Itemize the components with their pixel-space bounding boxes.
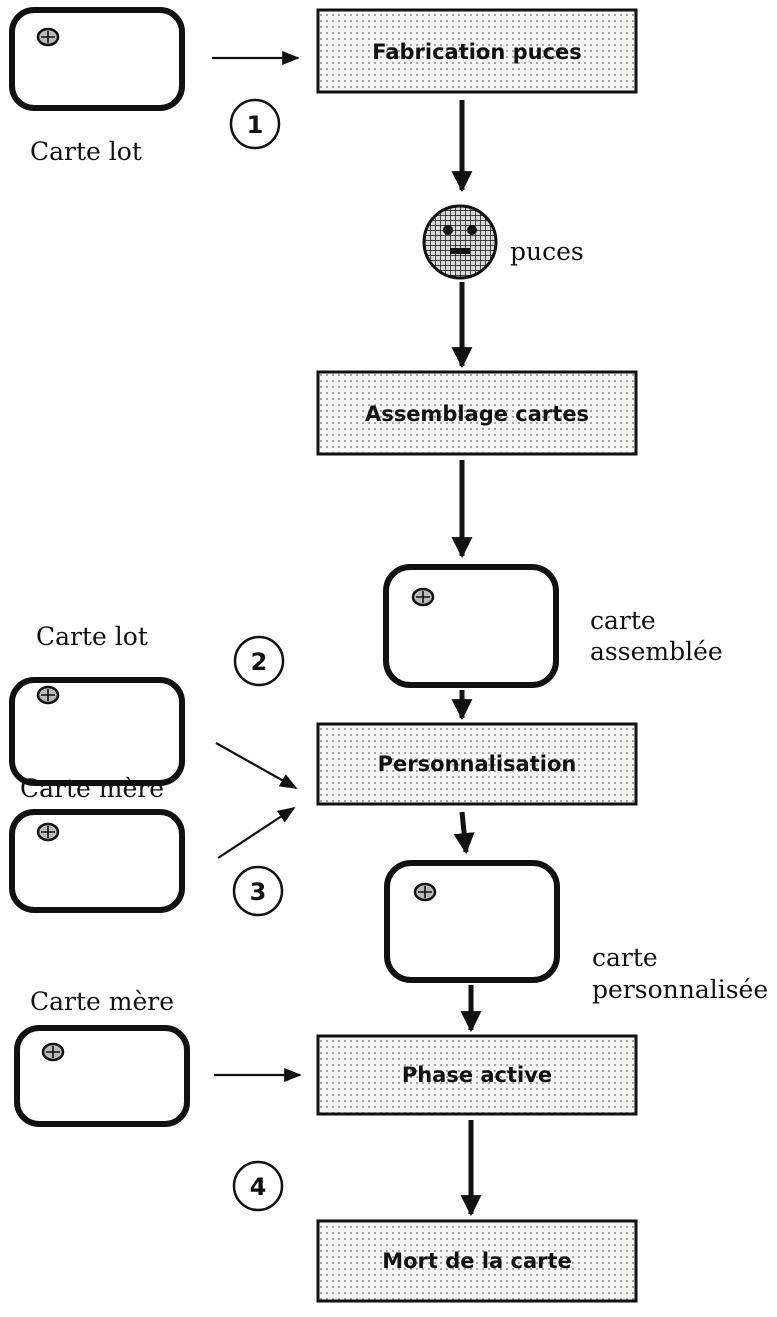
- label-carte-personnalisee-2: personnalisée: [592, 975, 768, 1004]
- card-carte-lot-top: [9, 7, 185, 111]
- chip-icon: [36, 822, 60, 842]
- label-carte-lot-left: Carte lot: [36, 622, 148, 651]
- label-puces: puces: [510, 237, 584, 266]
- card-carte-lot-left: [9, 677, 185, 786]
- label-carte-mere-bottom: Carte mère: [30, 987, 174, 1016]
- side-arrows: [212, 50, 302, 1083]
- label-carte-assemblee-1: carte: [590, 606, 656, 635]
- step-number-3: 3: [232, 865, 284, 917]
- label-carte-lot-top: Carte lot: [30, 137, 142, 166]
- number-2-text: 2: [251, 648, 268, 676]
- puces-icon: [422, 204, 498, 280]
- step-number-4: 4: [232, 1160, 284, 1212]
- chip-icon: [411, 587, 435, 607]
- step-number-2: 2: [233, 635, 285, 687]
- chip-icon: [36, 685, 60, 705]
- step-assemblage-cartes: Assemblage cartes: [316, 370, 638, 456]
- arrow-carte-mere-to-personnalisation: [217, 807, 296, 859]
- step-mort-label: Mort de la carte: [382, 1249, 572, 1273]
- card-carte-mere-left: [9, 809, 185, 913]
- step-personnalisation-label: Personnalisation: [378, 752, 577, 776]
- label-carte-assemblee-2: assemblée: [590, 637, 723, 666]
- number-3-text: 3: [250, 878, 267, 906]
- arrow-personnalisation-to-carte: [453, 811, 475, 855]
- flow-arrows: [451, 100, 482, 1217]
- card-carte-mere-bottom: [14, 1025, 190, 1127]
- step-phase-active: Phase active: [316, 1034, 638, 1116]
- step-mort-de-la-carte: Mort de la carte: [316, 1219, 638, 1303]
- step-personnalisation: Personnalisation: [316, 722, 638, 806]
- step-fabrication-puces: Fabrication puces: [316, 8, 638, 94]
- arrow-carte-lot-to-personnalisation: [215, 742, 298, 789]
- step-assemblage-label: Assemblage cartes: [365, 402, 589, 426]
- number-4-text: 4: [250, 1173, 267, 1201]
- step-fabrication-label: Fabrication puces: [372, 40, 582, 64]
- label-carte-personnalisee-1: carte: [592, 943, 658, 972]
- card-carte-personnalisee: [384, 860, 560, 983]
- step-phase-active-label: Phase active: [402, 1063, 552, 1087]
- chip-icon: [413, 882, 437, 902]
- step-number-1: 1: [229, 98, 281, 150]
- label-carte-mere-left: Carte mère: [20, 774, 164, 803]
- card-carte-assemblee: [383, 564, 559, 688]
- number-1-text: 1: [247, 111, 264, 139]
- chip-icon: [41, 1042, 65, 1062]
- chip-icon: [36, 27, 60, 47]
